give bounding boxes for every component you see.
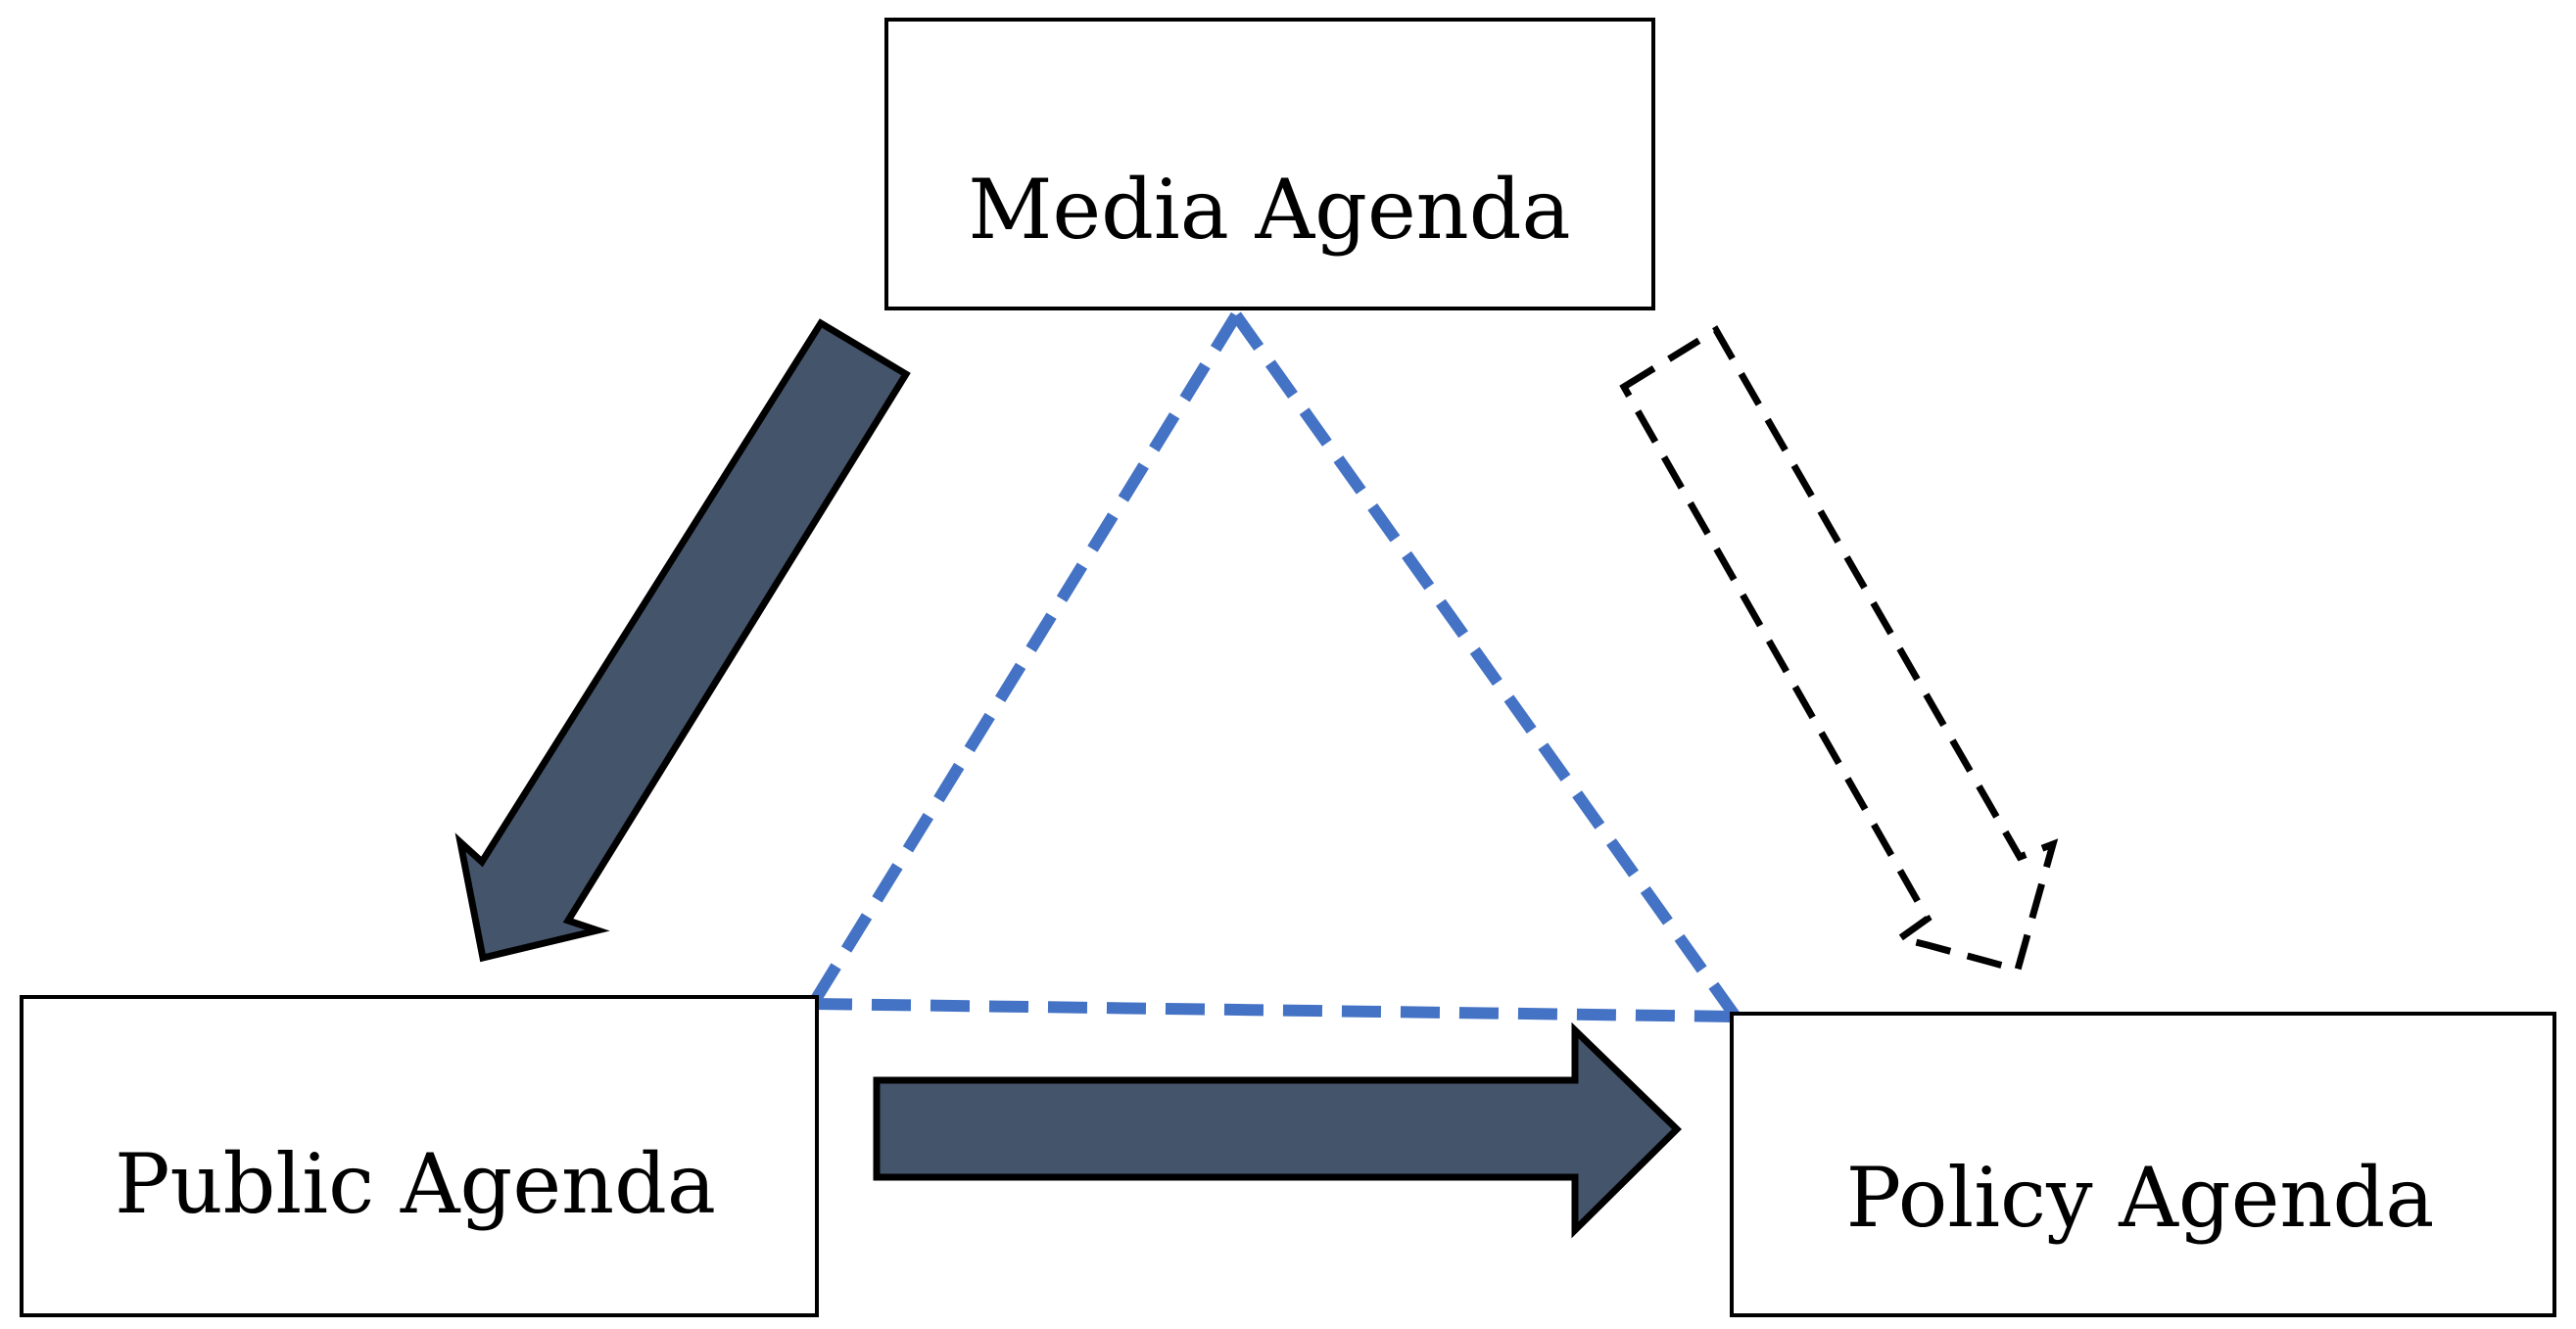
policy-agenda-node: Policy Agenda — [1730, 1012, 2556, 1317]
triangle-line-media-to-policy — [1231, 311, 1741, 1020]
media-agenda-box — [884, 18, 1655, 310]
policy-agenda-label: Policy Agenda — [1846, 1150, 2435, 1246]
triangle-line-public-to-policy — [812, 998, 1737, 1022]
triangle-line-media-to-public — [807, 311, 1242, 1008]
media-agenda-label: Media Agenda — [968, 162, 1570, 258]
public-agenda-label: Public Agenda — [115, 1136, 716, 1232]
media-agenda-node: Media Agenda — [884, 18, 1655, 310]
policy-agenda-box — [1730, 1012, 2556, 1317]
arrow-public-to-policy — [873, 1021, 1682, 1239]
public-agenda-node: Public Agenda — [20, 995, 819, 1317]
arrow-media-to-policy-dashed — [1619, 325, 2059, 974]
arrow-media-to-public — [454, 318, 911, 963]
public-agenda-box — [20, 995, 819, 1317]
